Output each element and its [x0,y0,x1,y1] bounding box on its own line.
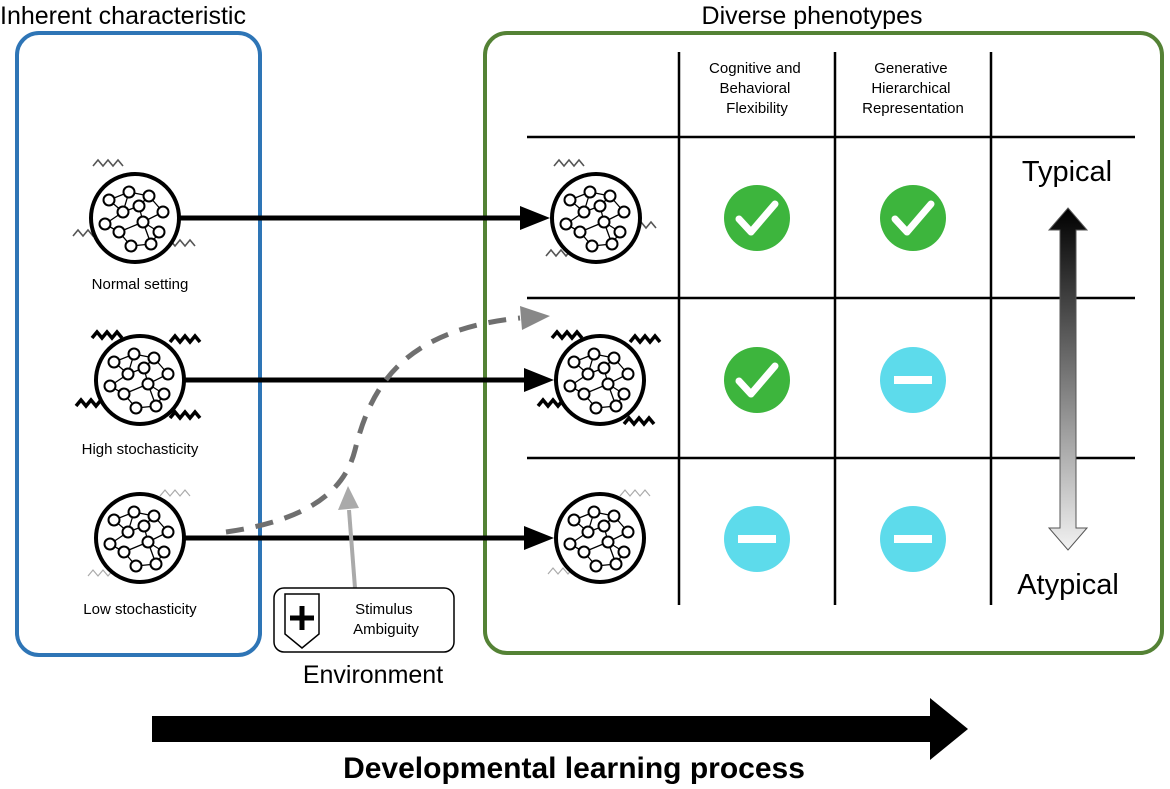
left-panel-title: Inherent characteristic [0,2,246,30]
column-header-representation: Generative Hierarchical Representation [862,60,964,117]
scale-top-label: Typical [1022,156,1112,188]
stimulus-arrow [338,486,359,589]
typicality-gradient-arrow [1047,207,1089,551]
environment-shift-arrow [225,306,550,535]
scale-bottom-label: Atypical [1017,569,1119,601]
environment-label: Environment [303,661,443,689]
check-icon [880,185,946,251]
status-cells [724,185,946,572]
network-low-right [547,489,651,584]
plus-shield-icon [284,593,320,649]
label-normal-setting: Normal setting [92,276,189,293]
network-normal-left [72,159,196,264]
label-high-stochasticity: High stochasticity [82,441,199,458]
phenotype-grid [527,52,1135,605]
network-normal-right [545,159,657,264]
minus-icon [880,506,946,572]
minus-icon [880,347,946,413]
check-icon [724,347,790,413]
column-header-flexibility: Cognitive and Behavioral Flexibility [709,60,805,117]
development-arrows [180,206,554,550]
label-low-stochasticity: Low stochasticity [83,601,197,618]
stimulus-ambiguity-label: Stimulus Ambiguity [353,601,419,638]
network-high-left [74,330,202,426]
network-low-left [87,489,191,584]
inherent-characteristic-panel [15,31,262,657]
right-panel-title: Diverse phenotypes [702,2,923,30]
developmental-process-label: Developmental learning process [343,752,805,785]
network-high-right [536,330,662,426]
minus-icon [724,506,790,572]
developmental-process-arrow [152,698,968,760]
diverse-phenotypes-panel [483,31,1164,655]
check-icon [724,185,790,251]
